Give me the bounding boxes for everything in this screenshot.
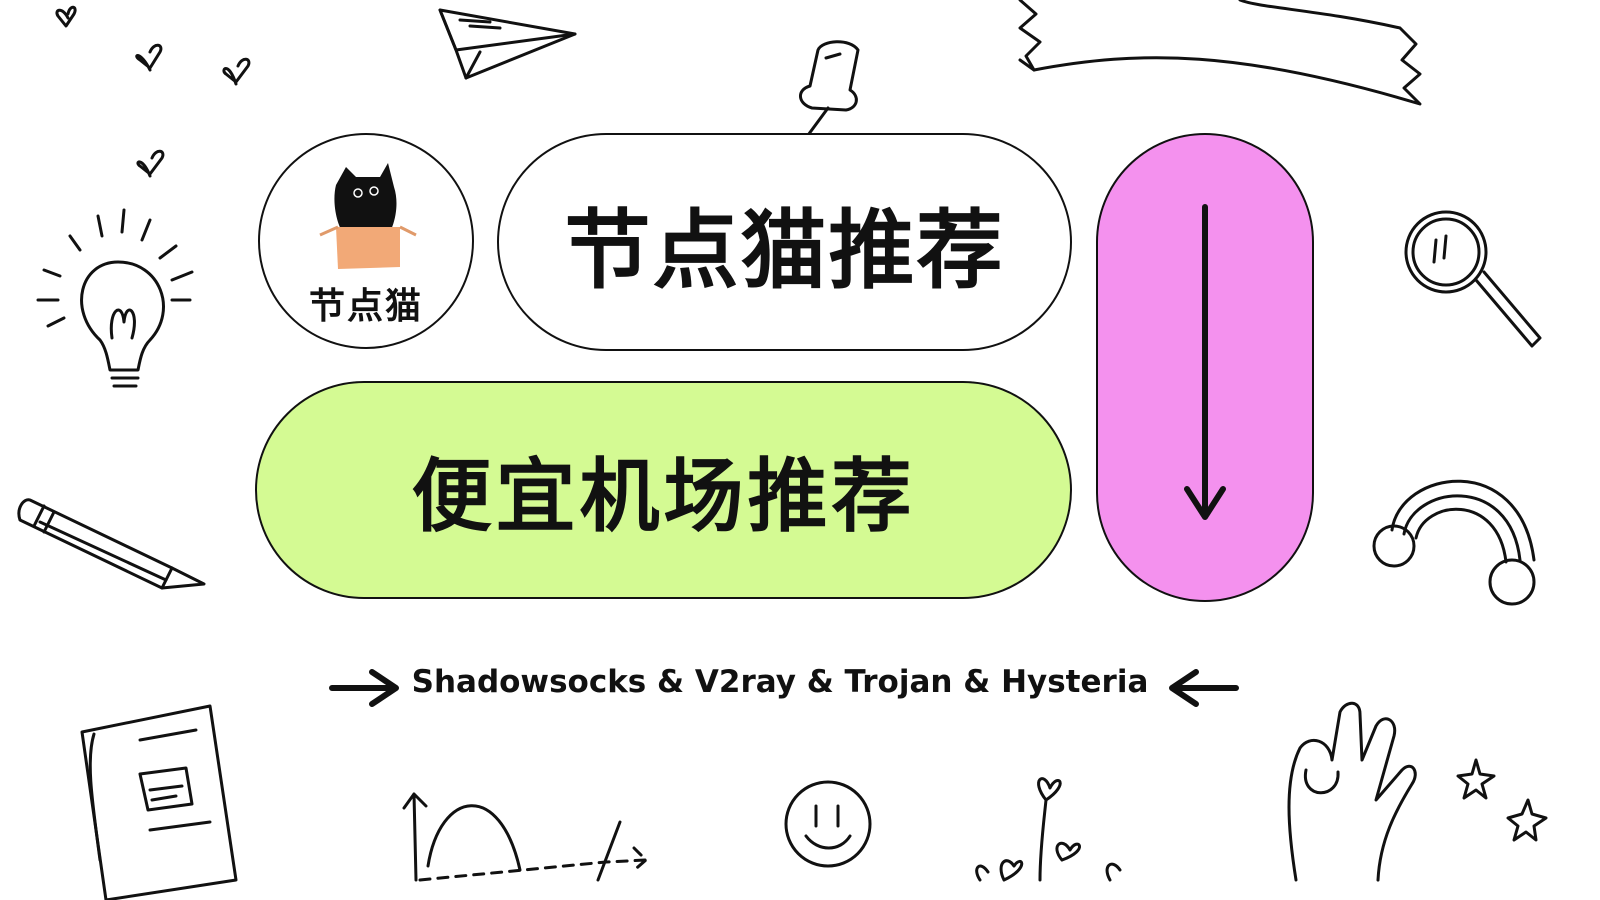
plant-icon (975, 777, 1122, 882)
ok-hand-icon (1287, 701, 1417, 882)
arrow-pill (1096, 133, 1314, 602)
logo-text: 节点猫 (308, 286, 423, 327)
light-bulb-icon (36, 208, 194, 388)
page-subtitle: 便宜机场推荐 (411, 450, 916, 543)
arrow-right-icon (329, 669, 399, 707)
page-title: 节点猫推荐 (564, 200, 1005, 301)
pencil-icon (17, 498, 206, 590)
logo-badge: 节点猫 (258, 133, 474, 349)
paper-plane-icon (438, 8, 577, 80)
push-pin-icon (798, 40, 860, 148)
cat-in-box-icon (319, 163, 417, 269)
magnifier-icon (1404, 210, 1542, 348)
star-icon (1456, 758, 1548, 842)
heart-icon (55, 5, 251, 178)
title-pill: 节点猫推荐 (497, 133, 1072, 351)
graph-icon (402, 792, 648, 882)
arrow-left-icon (1169, 669, 1239, 707)
rainbow-icon (1372, 479, 1536, 606)
subtitle-pill: 便宜机场推荐 (255, 381, 1072, 599)
ribbon-banner-icon (1018, 0, 1422, 106)
arrow-down-icon (1184, 203, 1226, 520)
smiley-icon (784, 780, 872, 868)
protocols-line: Shadowsocks & V2ray & Trojan & Hysteria (411, 664, 1149, 700)
notebook-icon (80, 704, 238, 900)
